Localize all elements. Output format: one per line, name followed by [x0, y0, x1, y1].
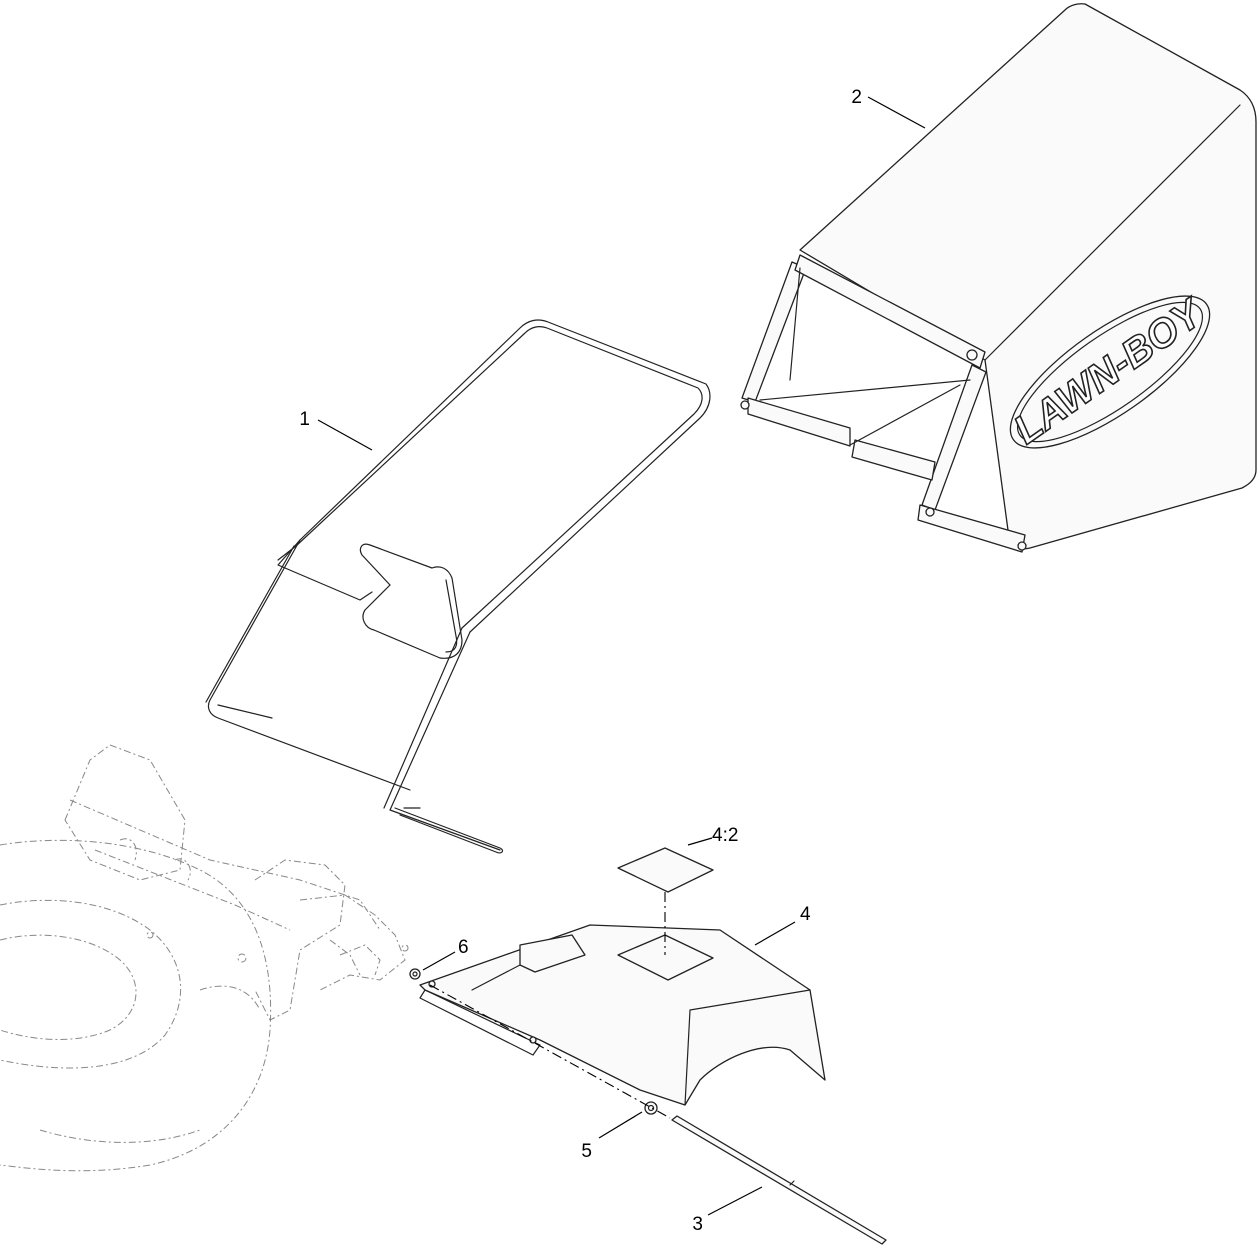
hinge-rod: [429, 984, 887, 1245]
callout-4-2: 4:2: [712, 825, 738, 846]
callout-2: 2: [851, 87, 862, 108]
grass-bag: LAWN-BOY: [740, 3, 1257, 553]
callout-5: 5: [581, 1141, 592, 1162]
mower-deck-ghost: [0, 744, 409, 1172]
callout-6: 6: [458, 937, 469, 958]
callout-3: 3: [692, 1214, 703, 1235]
callout-4: 4: [800, 904, 811, 925]
bag-frame: [205, 319, 711, 854]
leader-lines: [317, 96, 926, 1216]
decal: [617, 847, 714, 955]
nut: [409, 968, 421, 980]
washer: [644, 1101, 658, 1115]
callout-1: 1: [299, 409, 310, 430]
chute-cover: [419, 924, 826, 1106]
